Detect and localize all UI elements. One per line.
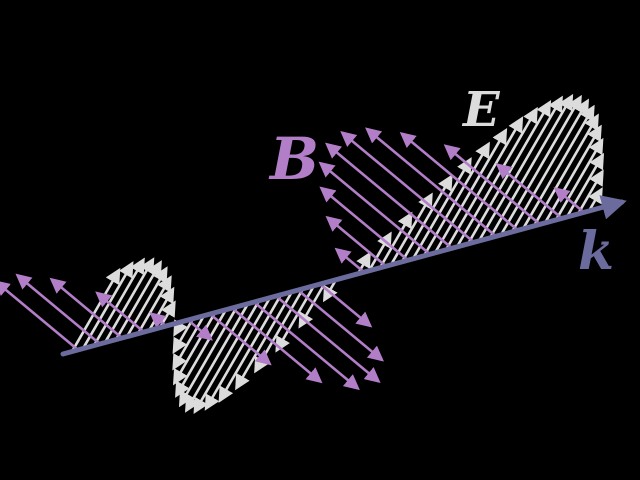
electric-field-arrow — [275, 285, 316, 353]
magnetic-field-arrow — [319, 283, 373, 328]
magnetic-field-arrow — [553, 186, 585, 214]
electric-field-arrow — [477, 95, 563, 242]
electric-field-arrow — [70, 267, 121, 353]
electric-field-arrow — [532, 113, 599, 227]
magnetic-field-arrow — [334, 247, 365, 274]
magnetic-field-arrow — [325, 142, 453, 250]
magnetic-field-arrow — [443, 144, 541, 226]
magnetic-field-arrow — [340, 131, 475, 244]
magnetic-field-arrow — [325, 215, 387, 268]
electric-field-arrow — [175, 309, 228, 398]
electric-field-arrow — [172, 312, 217, 386]
electric-field-arrow — [92, 257, 145, 347]
electric-field-arrow — [378, 211, 413, 269]
magnetic-field-arrow — [399, 131, 519, 232]
electric-field-arrow — [204, 297, 272, 411]
electric-field-arrow — [322, 279, 338, 303]
electric-field-arrow — [565, 152, 605, 218]
magnetic-field-vectors — [0, 127, 585, 391]
magnetic-field-arrow — [149, 312, 167, 329]
magnetic-field-arrow — [319, 186, 409, 262]
magnetic-field-arrow — [95, 291, 145, 333]
wavevector-axis-arrow — [60, 195, 627, 357]
magnetic-field-arrow — [15, 273, 101, 345]
magnetic-field-arrow — [318, 161, 431, 256]
magnetic-field-arrow — [275, 295, 381, 384]
electric-field-arrow — [411, 157, 472, 260]
electric-field-arrow — [367, 231, 392, 272]
magnetic-field-arrow — [495, 163, 563, 220]
electric-field-arrow — [178, 306, 239, 408]
magnetic-field-arrow — [0, 280, 79, 351]
magnetic-field-arrow — [187, 319, 213, 341]
electric-field-arrow — [587, 187, 603, 212]
electric-field-label: E — [463, 82, 500, 138]
wavevector-label: k — [578, 221, 615, 282]
electric-field-arrow — [235, 291, 294, 391]
electric-field-arrow — [185, 303, 250, 413]
magnetic-field-arrow — [231, 307, 323, 384]
electric-field-arrow — [172, 318, 195, 355]
electric-field-vectors — [70, 93, 605, 415]
electric-field-arrow — [193, 300, 261, 415]
electric-field-arrow — [422, 141, 490, 257]
magnetic-field-arrow — [49, 277, 123, 339]
electric-field-arrow — [499, 94, 582, 236]
electric-field-arrow — [488, 93, 574, 239]
electric-field-arrow — [103, 257, 155, 344]
magnetic-field-arrow — [365, 127, 497, 238]
magnetic-field-label: B — [270, 125, 320, 193]
magnetic-field-arrow — [253, 301, 360, 391]
magnetic-field-arrow — [297, 289, 384, 362]
magnetic-field-arrow — [209, 313, 272, 366]
electric-field-arrow — [521, 104, 595, 230]
electric-field-arrow — [172, 315, 206, 371]
